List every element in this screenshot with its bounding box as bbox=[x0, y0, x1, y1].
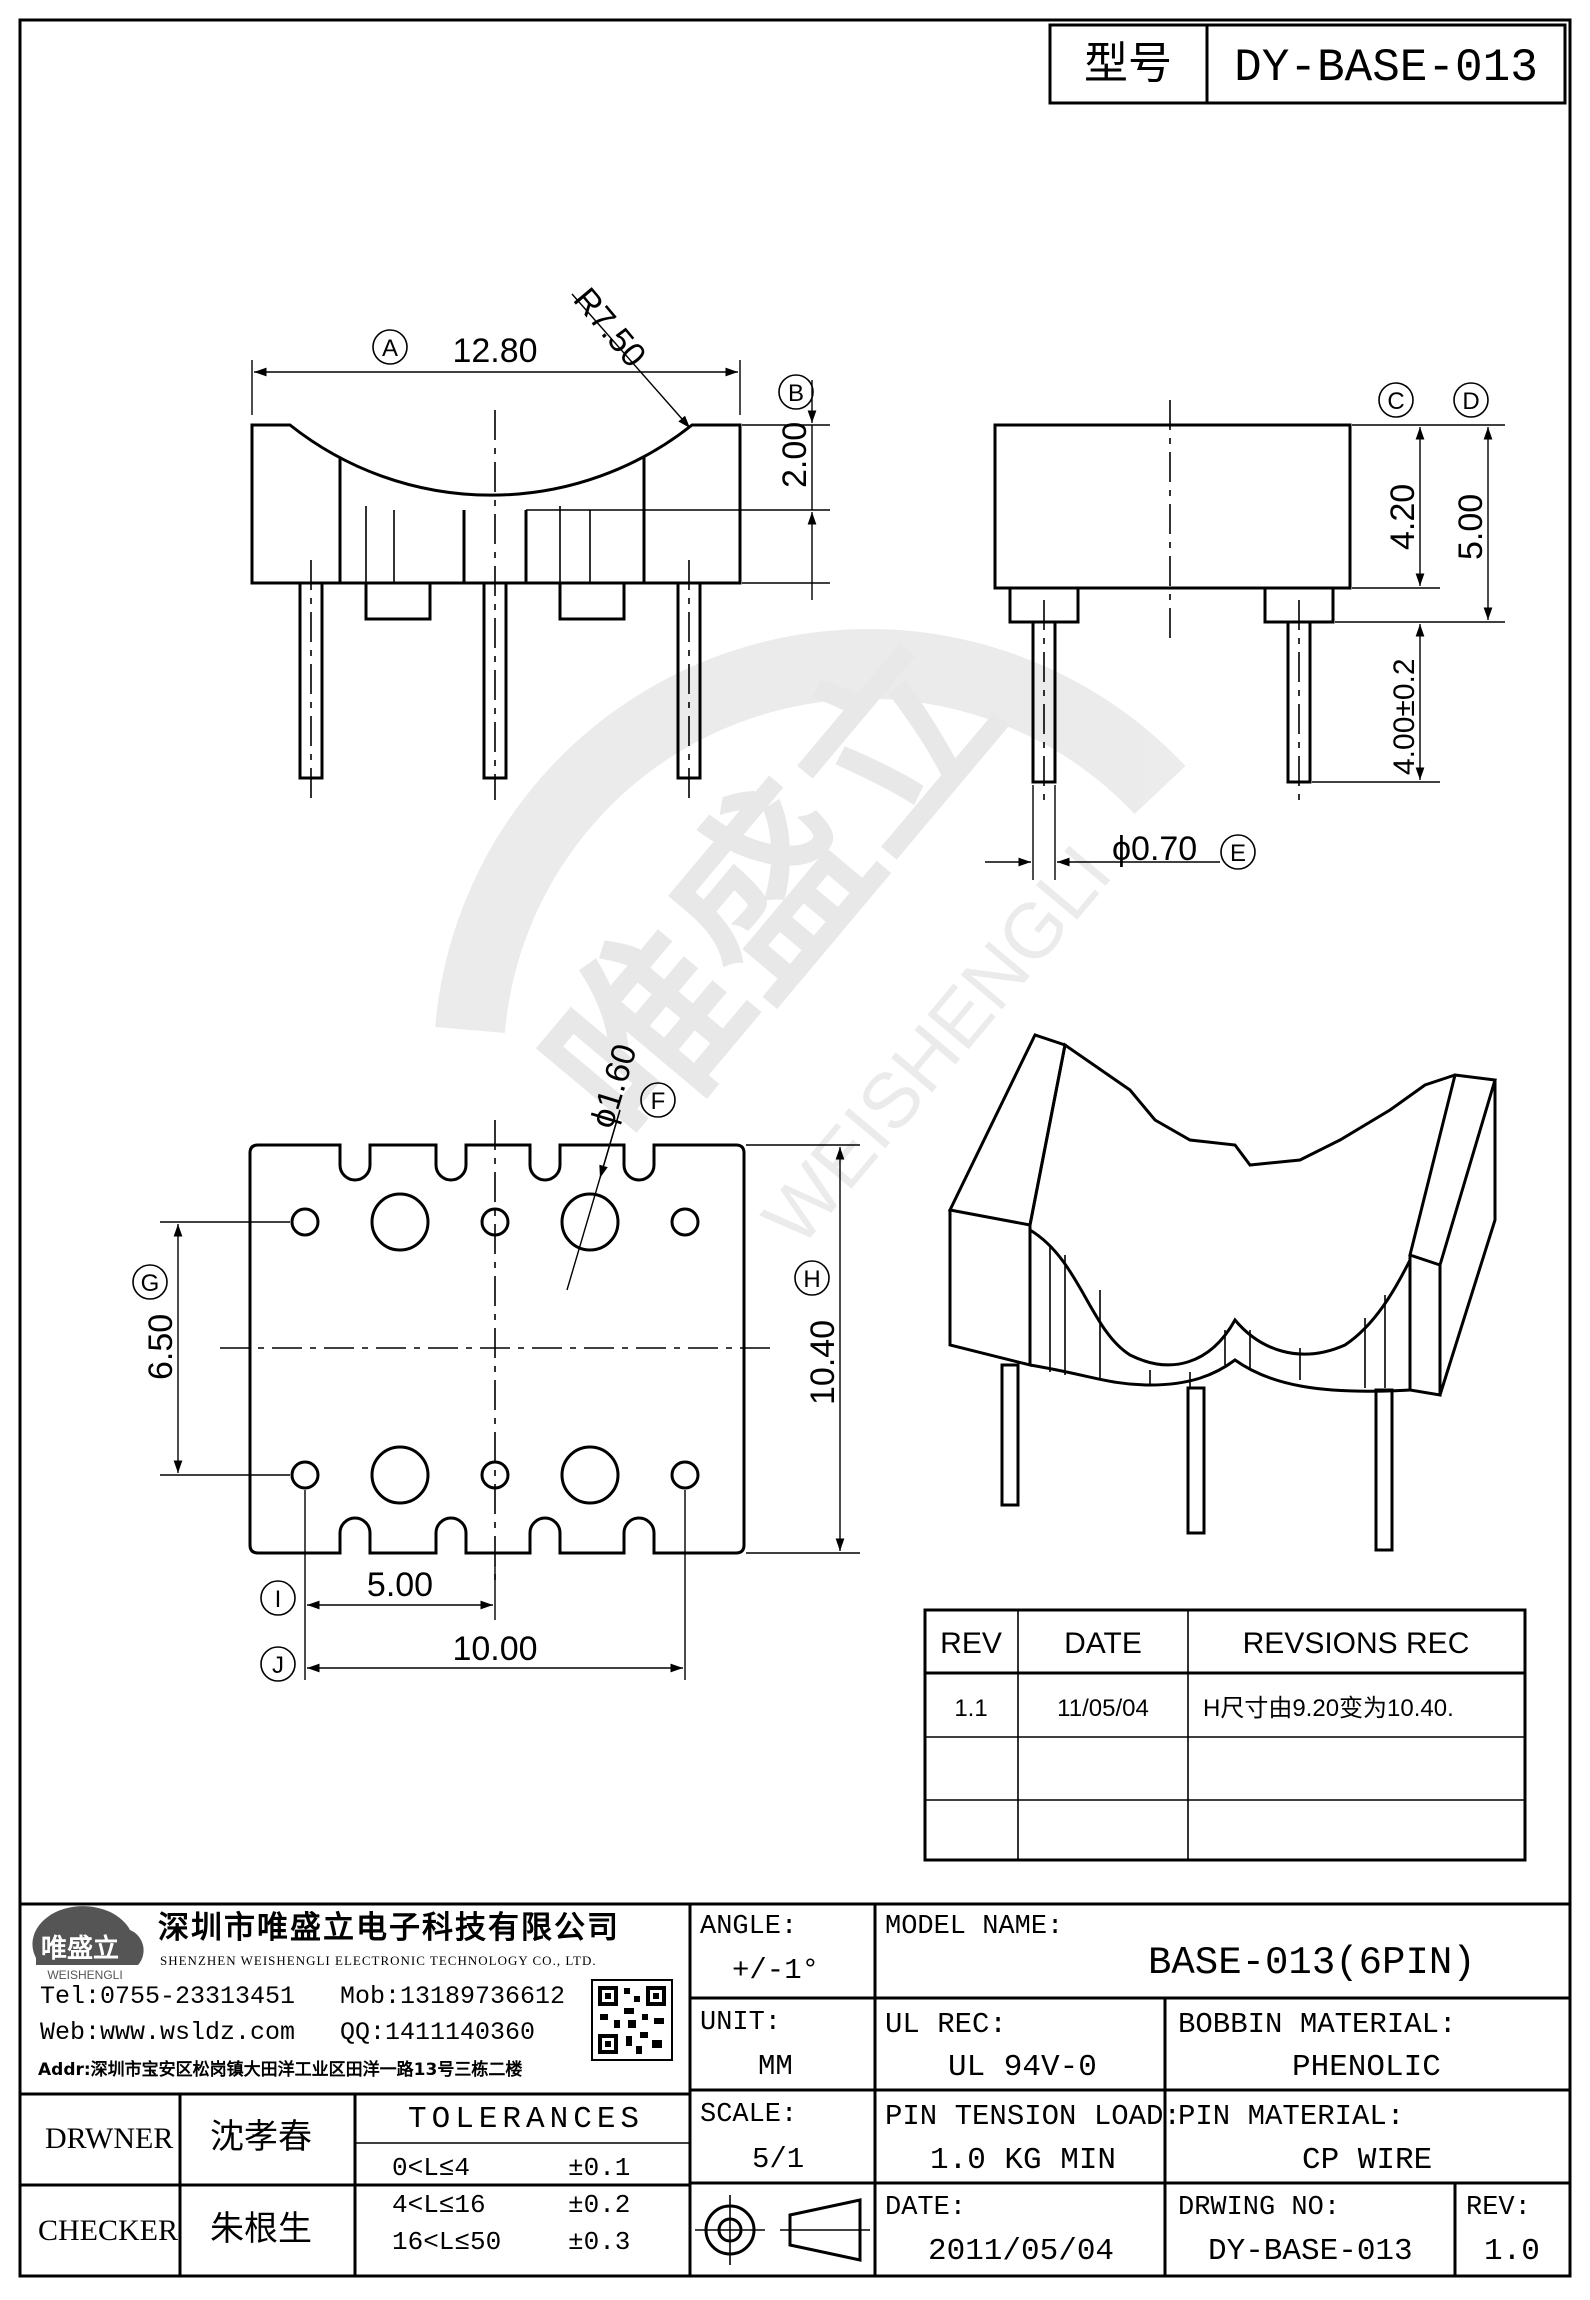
bottom-view: ϕ1.60 F 6.50 G 10.40 H 5.00 I 10.00 J bbox=[132, 1040, 860, 1682]
pin-tension-label: PIN TENSION LOAD: bbox=[885, 2100, 1181, 2133]
dim-pin-length: 4.00±0.2 bbox=[1388, 658, 1421, 775]
date-value: 2011/05/04 bbox=[928, 2234, 1115, 2269]
model-header: 型号 DY-BASE-013 bbox=[1048, 23, 1567, 105]
callout-g: G bbox=[141, 1270, 160, 1297]
callout-d: D bbox=[1462, 388, 1479, 415]
logo-cn: 唯盛立 bbox=[41, 1933, 119, 1963]
tolerance-range-1: 0<L≤4 bbox=[392, 2153, 471, 2183]
angle-label: ANGLE: bbox=[700, 1912, 798, 1942]
dim-pin-diameter: ϕ0.70 bbox=[1112, 830, 1197, 868]
rev-value: 1.0 bbox=[1484, 2234, 1540, 2269]
checker-value: 朱根生 bbox=[210, 2209, 312, 2249]
dim-height-c: 4.20 bbox=[1384, 484, 1422, 550]
company-name-en: SHENZHEN WEISHENGLI ELECTRONIC TECHNOLOG… bbox=[160, 1953, 597, 1968]
isometric-view bbox=[947, 1033, 1497, 1552]
model-value: DY-BASE-013 bbox=[1234, 42, 1538, 94]
company-logo: 唯盛立 WEISHENGLI bbox=[32, 1906, 144, 1982]
callout-a: A bbox=[382, 335, 398, 362]
dim-pitch-j: 10.00 bbox=[452, 1630, 537, 1668]
rev-row-date: 11/05/04 bbox=[1057, 1695, 1149, 1722]
company-address: Addr:深圳市宝安区松岗镇大田洋工业区田洋一路13号三栋二楼 bbox=[38, 2060, 523, 2080]
callout-e: E bbox=[1230, 840, 1246, 867]
dim-pitch-g: 6.50 bbox=[142, 1314, 180, 1380]
logo-en: WEISHENGLI bbox=[47, 1968, 122, 1982]
rev-row-rec: H尺寸由9.20变为10.40. bbox=[1203, 1695, 1454, 1722]
rev-row-rev: 1.1 bbox=[954, 1695, 987, 1722]
callout-h: H bbox=[803, 1266, 820, 1293]
rev-label: REV: bbox=[1466, 2193, 1531, 2223]
company-name-cn: 深圳市唯盛立电子科技有限公司 bbox=[158, 1910, 620, 1946]
company-qq: QQ:1411140360 bbox=[340, 2018, 536, 2047]
drawner-value: 沈孝春 bbox=[210, 2117, 312, 2157]
qr-code bbox=[591, 1979, 673, 2061]
callout-c: C bbox=[1387, 388, 1404, 415]
company-tel: Tel:0755-23313451 bbox=[40, 1982, 296, 2011]
drawing-no-label: DRWING NO: bbox=[1178, 2193, 1341, 2223]
dim-height-h: 10.40 bbox=[804, 1320, 842, 1405]
dim-height-d: 5.00 bbox=[1452, 494, 1490, 560]
callout-i: I bbox=[275, 1586, 282, 1613]
model-name-value: BASE-013(6PIN) bbox=[1148, 1941, 1476, 1985]
callout-b: B bbox=[788, 380, 804, 407]
sheet-border bbox=[18, 18, 1572, 2278]
model-name-label: MODEL NAME: bbox=[885, 1912, 1064, 1942]
rev-col-date: DATE bbox=[1064, 1627, 1142, 1660]
bobbin-material-value: PHENOLIC bbox=[1292, 2050, 1441, 2085]
tolerance-value-3: ±0.3 bbox=[568, 2227, 631, 2257]
checker-label: CHECKER bbox=[38, 2214, 179, 2247]
drawing-no-value: DY-BASE-013 bbox=[1208, 2234, 1413, 2269]
ul-rec-value: UL 94V-0 bbox=[948, 2050, 1097, 2085]
date-label: DATE: bbox=[885, 2193, 967, 2223]
front-view: 12.80 A R7.50 2.00 B bbox=[250, 281, 830, 800]
pin-material-value: CP WIRE bbox=[1302, 2143, 1433, 2178]
scale-value: 5/1 bbox=[752, 2143, 805, 2176]
unit-value: MM bbox=[758, 2050, 793, 2083]
callout-j: J bbox=[272, 1652, 284, 1679]
bobbin-material-label: BOBBIN MATERIAL: bbox=[1178, 2008, 1457, 2041]
rev-col-rev: REV bbox=[940, 1627, 1002, 1660]
side-view: 4.20 5.00 4.00±0.2 C D ϕ0.70 E bbox=[985, 382, 1505, 880]
company-mob: Mob:13189736612 bbox=[340, 1982, 566, 2011]
callout-f: F bbox=[651, 1088, 666, 1115]
tolerances-title: TOLERANCES bbox=[408, 2102, 645, 2137]
dim-depth-b: 2.00 bbox=[776, 422, 814, 488]
tolerance-range-2: 4<L≤16 bbox=[392, 2190, 486, 2220]
unit-label: UNIT: bbox=[700, 2008, 782, 2038]
pin-tension-value: 1.0 KG MIN bbox=[930, 2143, 1117, 2178]
tolerance-value-2: ±0.2 bbox=[568, 2190, 631, 2220]
company-web: Web:www.wsldz.com bbox=[40, 2018, 296, 2047]
model-label: 型号 bbox=[1084, 39, 1172, 88]
projection-symbol-icon bbox=[695, 2195, 870, 2265]
pin-material-label: PIN MATERIAL: bbox=[1178, 2100, 1405, 2133]
revision-table: REV DATE REVSIONS REC 1.1 11/05/04 H尺寸由9… bbox=[923, 1608, 1527, 1862]
scale-label: SCALE: bbox=[700, 2100, 798, 2130]
drawner-label: DRWNER bbox=[45, 2122, 174, 2155]
ul-rec-label: UL REC: bbox=[885, 2008, 1007, 2041]
dim-radius: R7.50 bbox=[566, 281, 653, 375]
angle-value: +/-1° bbox=[732, 1954, 820, 1987]
tolerance-value-1: ±0.1 bbox=[568, 2153, 631, 2183]
rev-col-rec: REVSIONS REC bbox=[1243, 1627, 1470, 1660]
dim-width-top: 12.80 bbox=[452, 332, 537, 370]
dim-pitch-i: 5.00 bbox=[367, 1566, 433, 1604]
tolerance-range-3: 16<L≤50 bbox=[392, 2227, 502, 2257]
title-block-grid bbox=[20, 1902, 1570, 2276]
